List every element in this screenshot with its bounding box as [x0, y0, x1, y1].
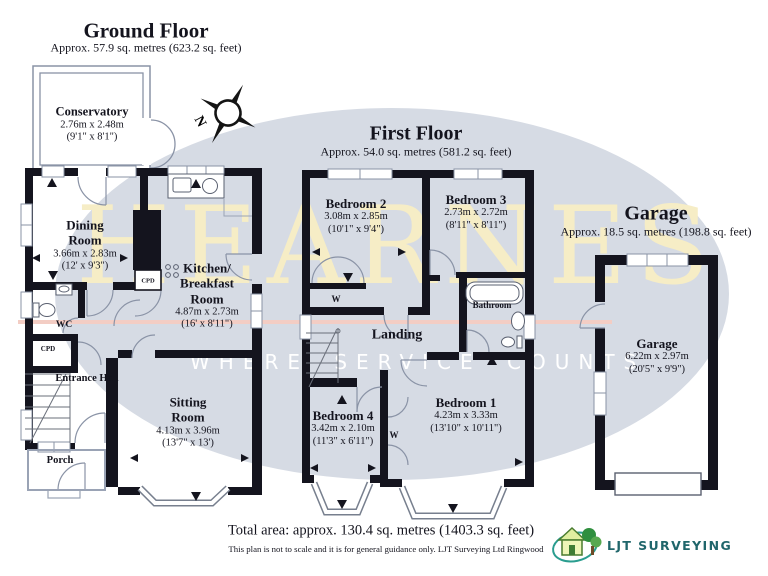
garage-title: Garage	[624, 202, 688, 225]
ground-stairs	[25, 373, 71, 444]
room-dim-metric: 4.23m x 3.33m	[434, 410, 498, 422]
label-wardrobe-bed2: W	[331, 294, 341, 305]
first-floor-plan	[299, 168, 536, 520]
compass-icon: N	[191, 84, 256, 144]
room-label-sitting: Sitting Room 4.13m x 3.96m (13'7" x 13')	[156, 394, 220, 449]
sitting-bay-window	[137, 485, 231, 507]
ground-windows	[20, 165, 263, 453]
room-dim-imperial: (12' x 9'3")	[61, 260, 109, 272]
label-entrance-hall: Entrance Hall	[55, 373, 119, 385]
watermark-tagline: WHERE SERVICE COUNTS	[190, 350, 646, 374]
room-name: Bedroom 3	[445, 191, 507, 207]
disclaimer-text: This plan is not to scale and it is for …	[228, 544, 544, 554]
room-dim-metric: 6.22m x 2.97m	[625, 351, 689, 363]
ground-floor-plan	[20, 65, 263, 507]
room-name: Bedroom 2	[325, 195, 387, 211]
room-dim-metric: 4.13m x 3.96m	[156, 424, 220, 436]
room-label-bedroom3: Bedroom 3 2.73m x 2.72m (8'11" x 8'11")	[444, 192, 508, 232]
room-dim-imperial: (20'5" x 9'9")	[628, 363, 686, 375]
room-dim-imperial: (13'7" x 13')	[162, 437, 214, 449]
room-dim-metric: 3.66m x 2.83m	[53, 247, 117, 259]
room-dim-imperial: (8'11" x 8'11")	[445, 219, 507, 231]
room-label-bedroom4: Bedroom 4 3.42m x 2.10m (11'3" x 6'11")	[311, 408, 375, 448]
room-dim-imperial: (11'3" x 6'11")	[312, 435, 374, 447]
label-wc: WC	[55, 319, 73, 330]
room-label-bedroom1: Bedroom 1 4.23m x 3.33m (13'10" x 10'11"…	[430, 395, 501, 435]
ground-dim-arrows	[32, 178, 249, 501]
label-cpd-kitchen: CPD	[141, 277, 155, 285]
room-dim-imperial: (13'10" x 10'11")	[430, 422, 502, 434]
room-label-garage: Garage 6.22m x 2.97m (20'5" x 9'9")	[625, 336, 689, 376]
room-dim-metric: 4.87m x 2.73m	[175, 306, 239, 318]
conservatory-structure	[32, 65, 176, 173]
label-porch: Porch	[46, 455, 74, 467]
ljt-surveying-logo-icon	[552, 526, 602, 563]
first-stairs	[306, 328, 341, 388]
room-dim-imperial: (10'1" x 9'4")	[327, 223, 385, 235]
room-name: Kitchen/ Breakfast Room	[180, 260, 234, 307]
first-dim-arrows	[310, 248, 523, 513]
ground-doors	[57, 176, 253, 491]
first-floor-title: First Floor	[369, 122, 463, 145]
label-bathroom: Bathroom	[472, 300, 512, 311]
room-dim-imperial: (16' x 8'11")	[181, 318, 233, 330]
room-name: Sitting Room	[169, 394, 207, 425]
room-dim-metric: 2.76m x 2.48m	[60, 119, 124, 130]
garage-windows	[593, 253, 689, 416]
room-dim-metric: 3.42m x 2.10m	[311, 423, 375, 435]
garage-vehicle-door	[614, 472, 702, 496]
first-floor-subtitle: Approx. 54.0 sq. metres (581.2 sq. feet)	[320, 144, 512, 159]
room-label-dining: Dining Room 3.66m x 2.83m (12' x 9'3")	[53, 217, 117, 272]
room-label-conservatory: Conservatory 2.76m x 2.48m (9'1" x 8'1")	[56, 104, 129, 144]
first-bay-windows	[310, 481, 508, 520]
watermark-underline	[18, 320, 612, 324]
ljt-surveying-logo-text: LJT Surveying	[607, 538, 733, 553]
room-name: Bedroom 4	[312, 407, 374, 423]
room-name: Garage	[636, 335, 678, 351]
room-dim-imperial: (9'1" x 8'1")	[66, 131, 118, 143]
ground-floor-subtitle: Approx. 57.9 sq. metres (623.2 sq. feet)	[50, 40, 242, 55]
room-dim-metric: 2.73m x 2.72m	[444, 207, 508, 219]
wall-openings	[78, 168, 106, 176]
room-label-kitchen: Kitchen/ Breakfast Room 4.87m x 2.73m (1…	[165, 261, 249, 332]
room-label-bedroom2: Bedroom 2 3.08m x 2.85m (10'1" x 9'4")	[324, 196, 388, 236]
first-windows	[299, 168, 536, 340]
room-dim-metric: 3.08m x 2.85m	[324, 211, 388, 223]
label-wardrobe-bed1: W	[389, 430, 399, 441]
room-name: Dining Room	[66, 217, 104, 248]
room-name: Conservatory	[55, 104, 129, 119]
total-area-text: Total area: approx. 130.4 sq. metres (14…	[227, 522, 535, 539]
label-landing: Landing	[371, 327, 423, 343]
porch-structure	[27, 449, 106, 499]
label-cpd-hall: CPD	[40, 345, 56, 354]
cupboards	[134, 269, 162, 291]
ground-floor-title: Ground Floor	[83, 18, 209, 43]
garage-subtitle: Approx. 18.5 sq. metres (198.8 sq. feet)	[560, 224, 752, 239]
room-name: Bedroom 1	[435, 394, 497, 410]
garage-plan	[579, 253, 718, 496]
first-doors	[311, 249, 490, 466]
bathroom-fixtures	[465, 281, 525, 349]
garage-door-arc	[579, 303, 606, 329]
